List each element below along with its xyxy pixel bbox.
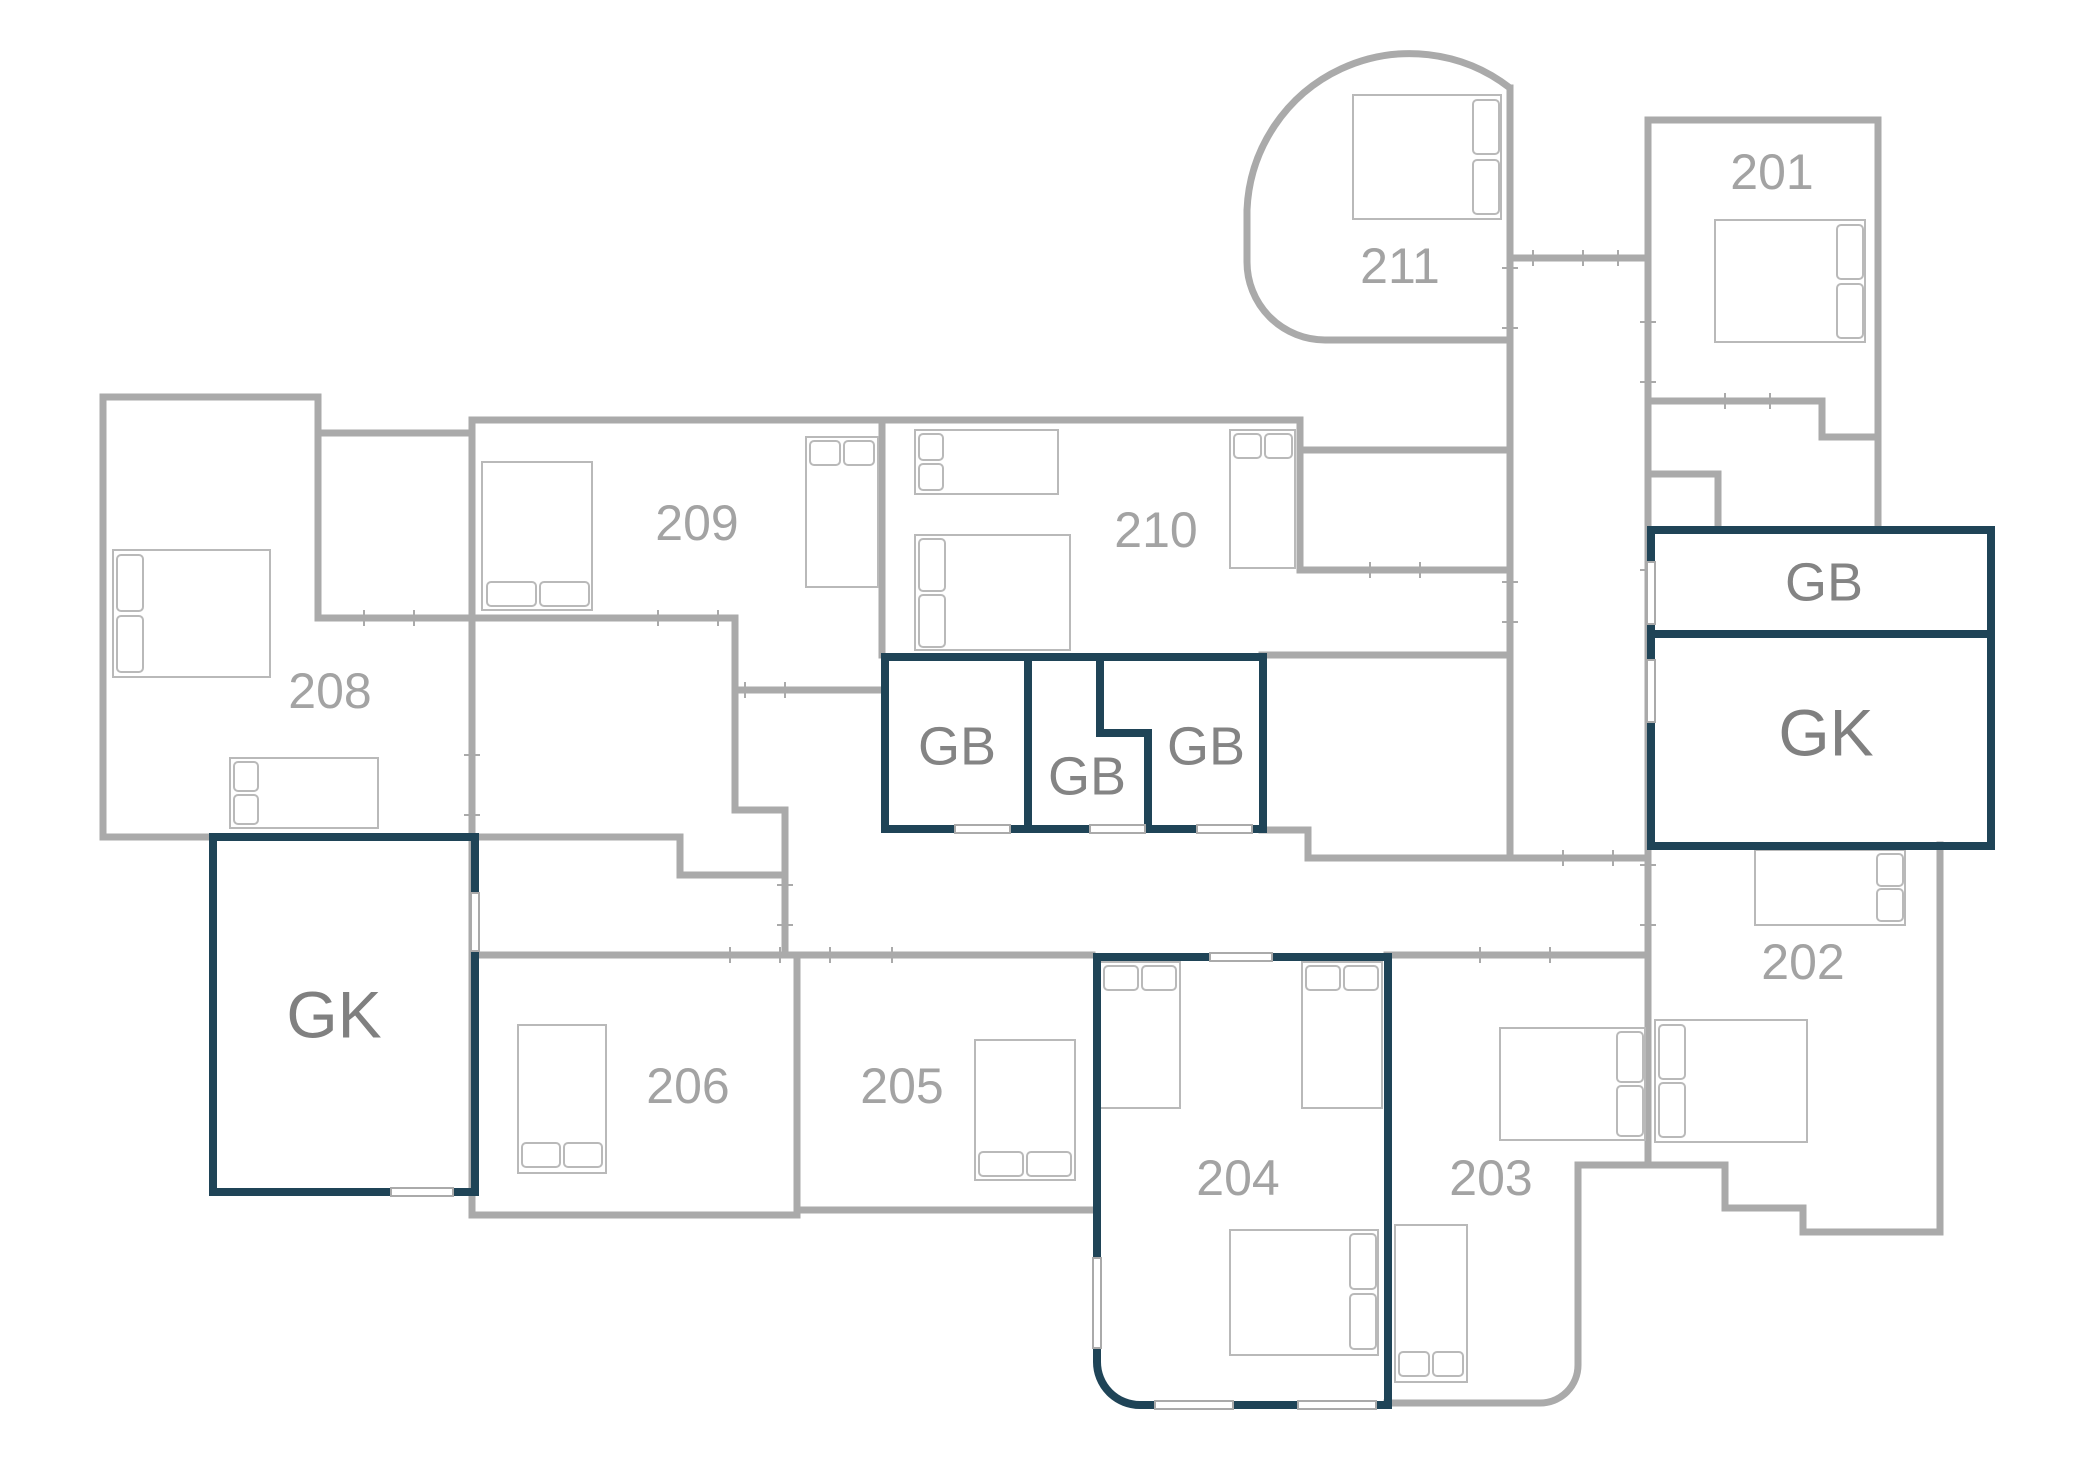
room-209-label: 209	[655, 495, 738, 551]
room-205-label: 205	[860, 1058, 943, 1114]
window-icon	[390, 561, 1656, 1410]
room-202-label: 202	[1761, 934, 1844, 990]
room-208-label: 208	[288, 663, 371, 719]
gk-label-1: GK	[1778, 695, 1873, 769]
room-210-label: 210	[1114, 502, 1197, 558]
gb-label-2: GB	[1048, 746, 1126, 806]
walls	[99, 50, 1944, 1407]
gb-label-4: GB	[1785, 552, 1863, 612]
room-204-label: 204	[1196, 1150, 1279, 1206]
room-201-label: 201	[1730, 144, 1813, 200]
gb-label-1: GB	[918, 716, 996, 776]
room-203-label: 203	[1449, 1150, 1532, 1206]
room-labels: 201 211 209 210 208 202 206 205 204 203 …	[286, 144, 1873, 1206]
highlighted-rooms	[209, 526, 1995, 1409]
gk-label-2: GK	[286, 977, 381, 1051]
room-211-label: 211	[1360, 238, 1440, 294]
gb-label-3: GB	[1167, 716, 1245, 776]
door-icon	[363, 250, 1771, 963]
room-206-label: 206	[646, 1058, 729, 1114]
